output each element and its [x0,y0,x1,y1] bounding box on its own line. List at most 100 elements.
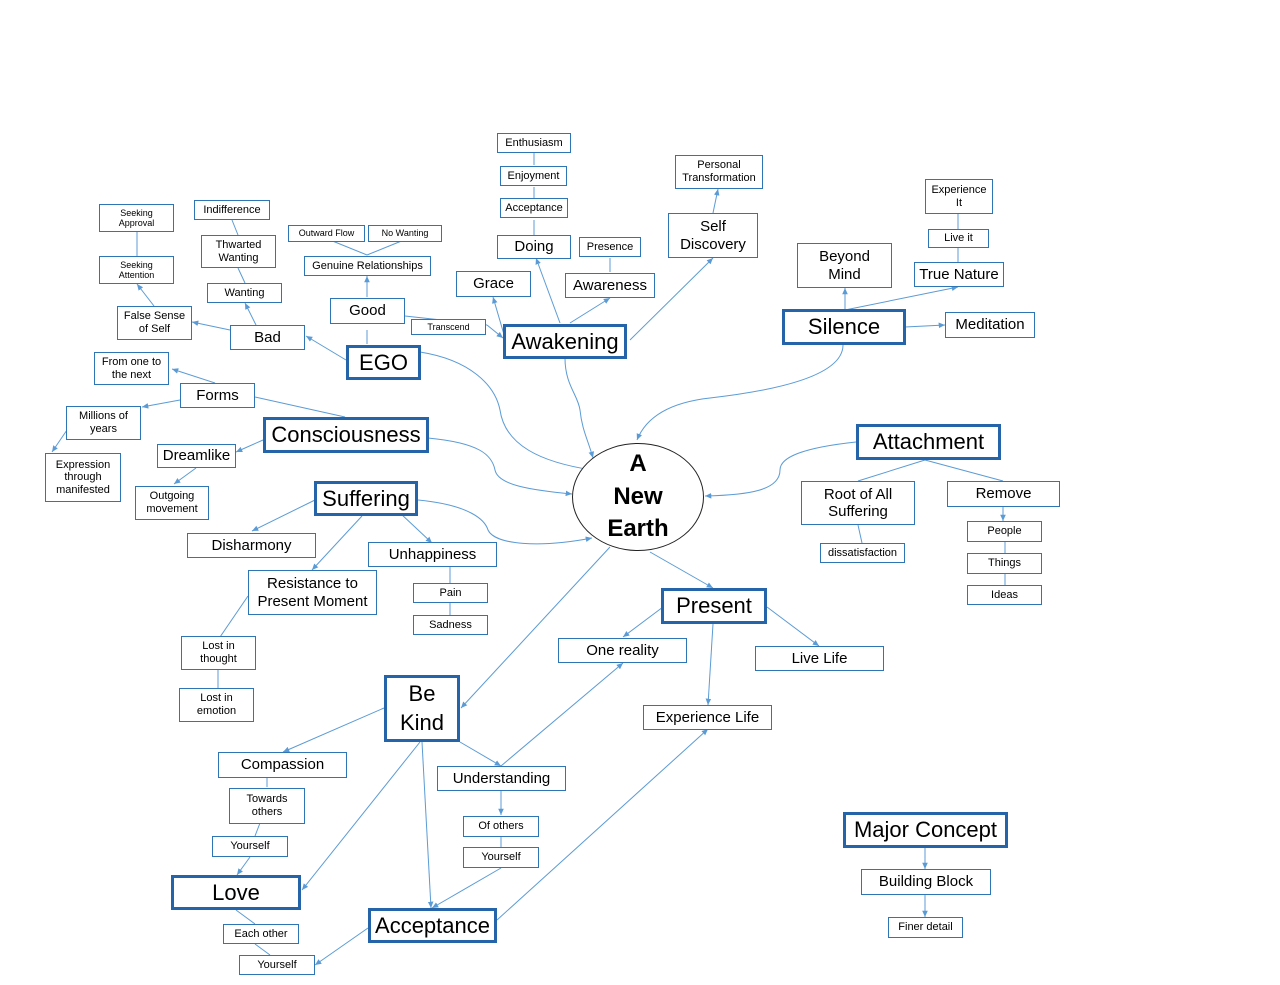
node-grace[interactable]: Grace [456,271,531,297]
node-live-life[interactable]: Live Life [755,646,884,671]
node-no-wanting[interactable]: No Wanting [368,225,442,242]
node-understanding[interactable]: Understanding [437,766,566,791]
node-seeking-attention-label: Seeking Attention [118,259,155,280]
node-yourself-love[interactable]: Yourself [239,955,315,975]
node-sadness-label: Sadness [429,618,472,631]
node-live-it-label: Live it [944,232,973,245]
node-silence[interactable]: Silence [782,309,906,345]
node-pain[interactable]: Pain [413,583,488,603]
node-experience-life[interactable]: Experience Life [643,705,772,730]
node-things[interactable]: Things [967,553,1042,574]
node-be-kind-label: Be Kind [399,680,445,735]
node-forms[interactable]: Forms [180,383,255,408]
node-attachment[interactable]: Attachment [856,424,1001,460]
node-live-it[interactable]: Live it [928,229,989,248]
node-grace-label: Grace [473,275,514,293]
node-transcend-label: Transcend [427,321,470,332]
node-root-of-all-suffering[interactable]: Root of All Suffering [801,481,915,525]
node-outgoing-movement[interactable]: Outgoing movement [135,486,209,520]
node-dreamlike[interactable]: Dreamlike [157,444,236,468]
node-outward-flow[interactable]: Outward Flow [288,225,365,242]
node-awareness-label: Awareness [573,276,647,294]
node-awakening[interactable]: Awakening [503,324,627,359]
node-genuine-relationships-label: Genuine Relationships [312,259,423,272]
node-bad[interactable]: Bad [230,325,305,350]
node-presence[interactable]: Presence [579,237,641,257]
node-of-others-label: Of others [478,820,524,833]
node-towards-others[interactable]: Towards others [229,788,305,824]
node-resistance-to-present-moment[interactable]: Resistance to Present Moment [248,570,377,615]
node-experience-it[interactable]: Experience It [925,179,993,214]
node-dissatisfaction-label: dissatisfaction [827,546,898,559]
node-of-others[interactable]: Of others [463,816,539,837]
center-concept: A New Earth [572,443,704,551]
node-true-nature-label: True Nature [919,265,999,283]
node-enthusiasm[interactable]: Enthusiasm [497,133,571,153]
node-each-other[interactable]: Each other [223,924,299,944]
node-lost-in-thought[interactable]: Lost in thought [181,636,256,670]
node-false-sense-of-self[interactable]: False Sense of Self [117,306,192,340]
node-yourself-compassion[interactable]: Yourself [212,836,288,857]
node-no-wanting-label: No Wanting [381,228,429,239]
node-from-one-to-the-next[interactable]: From one to the next [94,352,169,385]
node-ego[interactable]: EGO [346,345,421,380]
node-meditation[interactable]: Meditation [945,312,1035,338]
legend-finer-detail: Finer detail [888,917,963,938]
node-wanting[interactable]: Wanting [207,283,282,303]
node-disharmony[interactable]: Disharmony [187,533,316,558]
node-dissatisfaction[interactable]: dissatisfaction [820,543,905,563]
node-compassion-label: Compassion [240,756,325,774]
legend-major-concept-label: Major Concept [853,817,998,843]
node-doing[interactable]: Doing [497,235,571,259]
node-millions-of-years[interactable]: Millions of years [66,406,141,440]
node-indifference-label: Indifference [203,203,261,216]
node-one-reality[interactable]: One reality [558,638,687,663]
node-lost-in-emotion[interactable]: Lost in emotion [179,688,254,722]
node-love[interactable]: Love [171,875,301,910]
node-ideas[interactable]: Ideas [967,585,1042,605]
node-genuine-relationships[interactable]: Genuine Relationships [304,256,431,276]
node-yourself-understanding[interactable]: Yourself [463,847,539,868]
node-presence-label: Presence [586,240,634,253]
node-ego-label: EGO [359,349,408,375]
node-beyond-mind[interactable]: Beyond Mind [797,243,892,288]
node-acceptance[interactable]: Acceptance [368,908,497,943]
node-present[interactable]: Present [661,588,767,624]
node-sadness[interactable]: Sadness [413,615,488,635]
node-ideas-label: Ideas [991,588,1018,601]
center-label: A New Earth [607,450,669,543]
node-seeking-attention[interactable]: Seeking Attention [99,256,174,284]
node-thwarted-wanting[interactable]: Thwarted Wanting [201,235,276,268]
node-self-discovery[interactable]: Self Discovery [668,213,758,258]
node-remove[interactable]: Remove [947,481,1060,507]
node-silence-label: Silence [807,314,881,340]
node-yourself-understanding-label: Yourself [481,851,521,864]
node-things-label: Things [987,557,1022,570]
node-suffering[interactable]: Suffering [314,481,418,516]
node-transcend[interactable]: Transcend [411,319,486,335]
node-people[interactable]: People [967,521,1042,542]
node-unhappiness-label: Unhappiness [388,545,477,563]
node-suffering-label: Suffering [322,485,410,511]
node-seeking-approval-label: Seeking Approval [118,207,155,228]
node-acceptance-small[interactable]: Acceptance [500,198,568,218]
node-acceptance-label: Acceptance [375,912,490,938]
node-good-label: Good [349,302,386,320]
node-expression-through-manifested[interactable]: Expression through manifested [45,453,121,502]
node-disharmony-label: Disharmony [211,536,292,554]
node-compassion[interactable]: Compassion [218,752,347,778]
node-enjoyment[interactable]: Enjoyment [500,166,567,186]
node-consciousness[interactable]: Consciousness [263,417,429,453]
node-experience-it-label: Experience It [931,183,987,209]
node-good[interactable]: Good [330,298,405,324]
node-be-kind[interactable]: Be Kind [384,675,460,742]
node-awareness[interactable]: Awareness [565,273,655,298]
node-true-nature[interactable]: True Nature [914,262,1004,287]
node-seeking-approval[interactable]: Seeking Approval [99,204,174,232]
node-personal-transformation[interactable]: Personal Transformation [675,155,763,189]
node-unhappiness[interactable]: Unhappiness [368,542,497,567]
legend-finer-detail-label: Finer detail [898,921,953,934]
node-consciousness-label: Consciousness [271,422,421,448]
node-attachment-label: Attachment [872,429,985,455]
node-indifference[interactable]: Indifference [194,200,270,220]
